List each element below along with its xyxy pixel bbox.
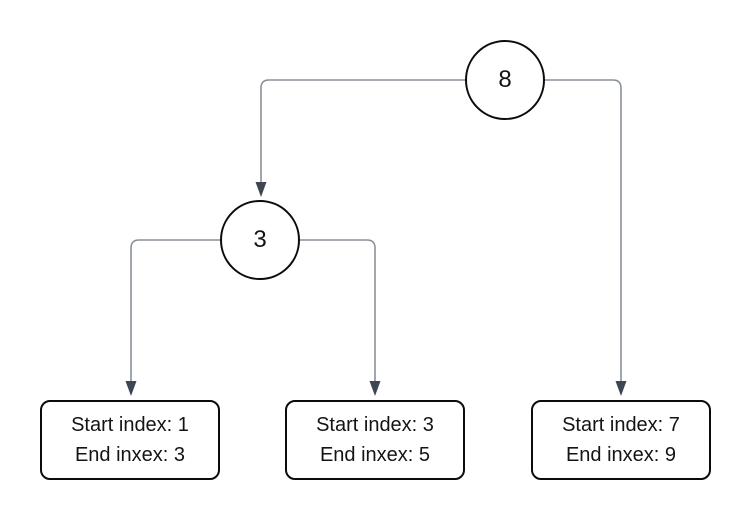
tree-node-root: 8 — [465, 40, 545, 120]
arrowhead-root-to-leaf-3 — [615, 381, 627, 396]
leaf-1-start-index: Start index: 1 — [71, 414, 189, 436]
tree-node-child: 3 — [220, 200, 300, 280]
arrowhead-child-to-leaf-1 — [125, 381, 137, 396]
leaf-2-end-index: End inxex: 5 — [319, 444, 431, 466]
edge-root-to-leaf-3 — [545, 79, 622, 382]
tree-node-child-label: 3 — [253, 226, 267, 253]
leaf-node-3: Start index: 7 End inxex: 9 — [531, 400, 711, 480]
edge-child-to-leaf-2 — [300, 239, 376, 382]
arrowhead-child-to-leaf-2 — [369, 381, 381, 396]
edge-root-to-child — [260, 79, 465, 183]
leaf-2-start-index: Start index: 3 — [316, 414, 434, 436]
leaf-3-start-index: Start index: 7 — [562, 414, 680, 436]
arrowhead-root-to-child — [255, 182, 267, 197]
leaf-1-end-index: End inxex: 3 — [74, 444, 186, 466]
tree-node-root-label: 8 — [498, 66, 512, 93]
leaf-node-2: Start index: 3 End inxex: 5 — [285, 400, 465, 480]
leaf-3-end-index: End inxex: 9 — [565, 444, 677, 466]
leaf-node-1: Start index: 1 End inxex: 3 — [40, 400, 220, 480]
edge-child-to-leaf-1 — [130, 239, 220, 382]
